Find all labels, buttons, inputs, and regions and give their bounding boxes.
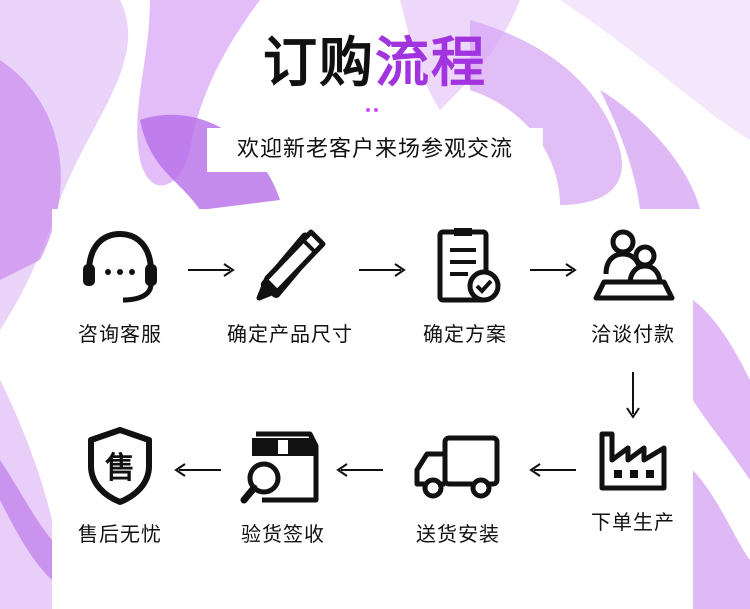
title-part-2: 流程 — [375, 31, 487, 94]
step-label: 售后无忧 — [78, 522, 162, 546]
headset-icon — [83, 230, 157, 303]
subtitle: 欢迎新老客户来场参观交流 — [207, 128, 543, 172]
delivery-truck-icon — [414, 435, 500, 499]
arrow-right-icon — [530, 263, 577, 277]
step-label: 验货签收 — [241, 522, 325, 546]
step-label: 送货安装 — [416, 522, 500, 546]
meeting-users-icon — [593, 229, 675, 301]
step-label: 确定方案 — [423, 322, 507, 346]
title-part-1: 订购 — [263, 31, 375, 94]
step-label: 洽谈付款 — [591, 322, 675, 346]
process-panel — [52, 209, 693, 609]
arrow-right-icon — [359, 263, 406, 277]
arrow-left-icon — [529, 463, 576, 477]
shield-badge-text: 售 — [105, 451, 135, 486]
clipboard-check-icon — [437, 228, 501, 303]
arrow-right-icon — [188, 263, 235, 277]
arrow-left-icon — [174, 463, 221, 477]
step-label: 确定产品尺寸 — [227, 322, 353, 346]
factory-icon — [599, 431, 667, 491]
step-label: 下单生产 — [591, 510, 675, 534]
pencil-ruler-icon — [256, 229, 326, 301]
page-title: 订购流程 — [0, 28, 750, 98]
box-magnifier-icon — [240, 431, 319, 504]
shield-service-icon: 售 — [88, 427, 152, 505]
arrow-left-icon — [336, 463, 383, 477]
step-label: 咨询客服 — [78, 322, 162, 346]
decorative-dots — [366, 108, 386, 116]
arrow-down-icon — [626, 372, 640, 419]
